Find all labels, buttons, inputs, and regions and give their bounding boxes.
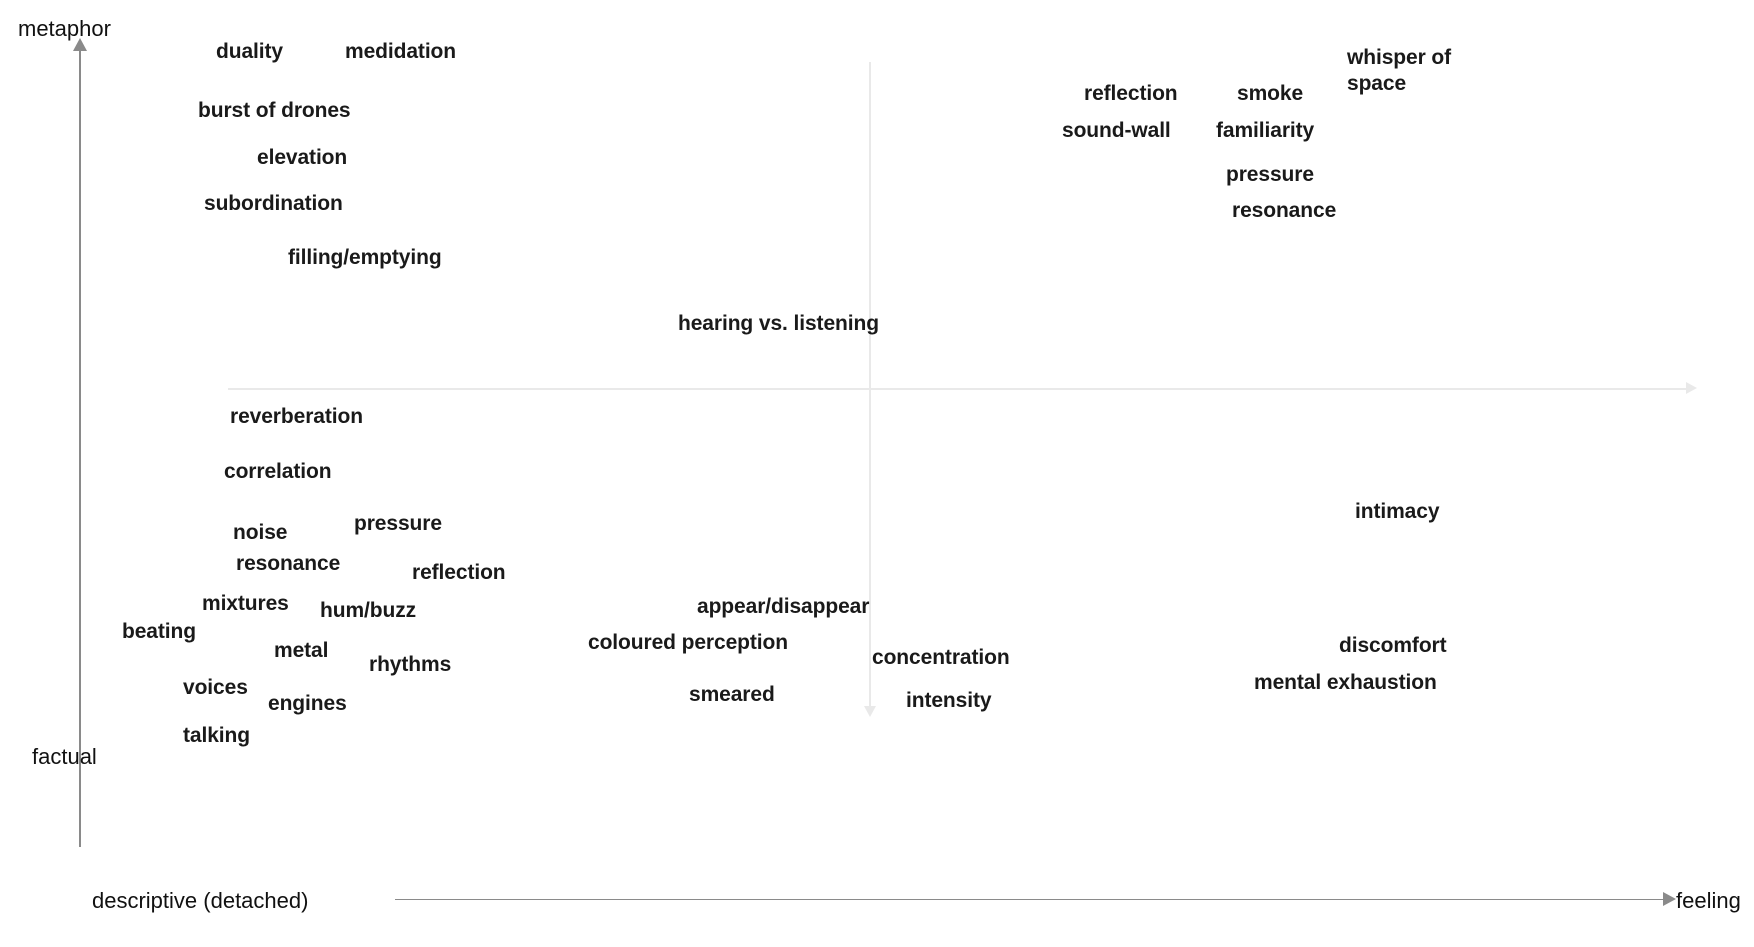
word-label: pressure [1226, 163, 1314, 186]
word-label: voices [183, 676, 248, 699]
x-axis-left-label: descriptive (detached) [92, 888, 309, 913]
word-label: mixtures [202, 592, 289, 615]
word-label: correlation [224, 460, 332, 483]
word-label: reflection [412, 561, 506, 584]
word-label: metal [274, 639, 329, 662]
word-label: hum/buzz [320, 599, 417, 622]
y-axis-bottom-label: factual [32, 744, 97, 769]
word-label: duality [216, 40, 283, 63]
word-label: resonance [1232, 199, 1337, 222]
x-axis-line [395, 899, 1668, 901]
quadrant-divider-horizontal [228, 388, 1690, 390]
x-axis-right-label: feeling [1676, 888, 1741, 913]
word-label: coloured perception [588, 631, 788, 654]
word-label: smoke [1237, 82, 1304, 105]
word-label: noise [233, 521, 288, 544]
y-axis-top-label: metaphor [18, 16, 111, 41]
word-label: intimacy [1355, 500, 1440, 523]
word-label: whisper of space [1347, 46, 1452, 96]
y-axis-arrow-icon [73, 38, 87, 51]
word-label: mental exhaustion [1254, 671, 1437, 694]
word-label: appear/disappear [697, 595, 870, 618]
word-label: concentration [872, 646, 1010, 669]
word-label: reflection [1084, 82, 1178, 105]
word-label: filling/emptying [288, 246, 442, 269]
word-label: rhythms [369, 653, 452, 676]
word-label: reverberation [230, 405, 363, 428]
word-label: subordination [204, 192, 343, 215]
word-label: sound-wall [1062, 119, 1171, 142]
word-label: medidation [345, 40, 457, 63]
center-annotation: hearing vs. listening [678, 312, 879, 335]
word-label: smeared [689, 683, 775, 706]
word-label: beating [122, 620, 196, 643]
word-label: discomfort [1339, 634, 1447, 657]
word-label: pressure [354, 512, 442, 535]
quadrant-divider-vertical [869, 62, 871, 712]
x-axis-arrow-icon [1663, 892, 1676, 906]
word-label: elevation [257, 146, 348, 169]
word-label: engines [268, 692, 347, 715]
word-label: burst of drones [198, 99, 351, 122]
quadrant-divider-vertical-arrow-icon [864, 706, 876, 717]
quadrant-divider-horizontal-arrow-icon [1686, 382, 1697, 394]
word-label: familiarity [1216, 119, 1315, 142]
word-label: talking [183, 724, 250, 747]
word-label: resonance [236, 552, 341, 575]
y-axis-line [79, 47, 81, 847]
word-label: intensity [906, 689, 992, 712]
